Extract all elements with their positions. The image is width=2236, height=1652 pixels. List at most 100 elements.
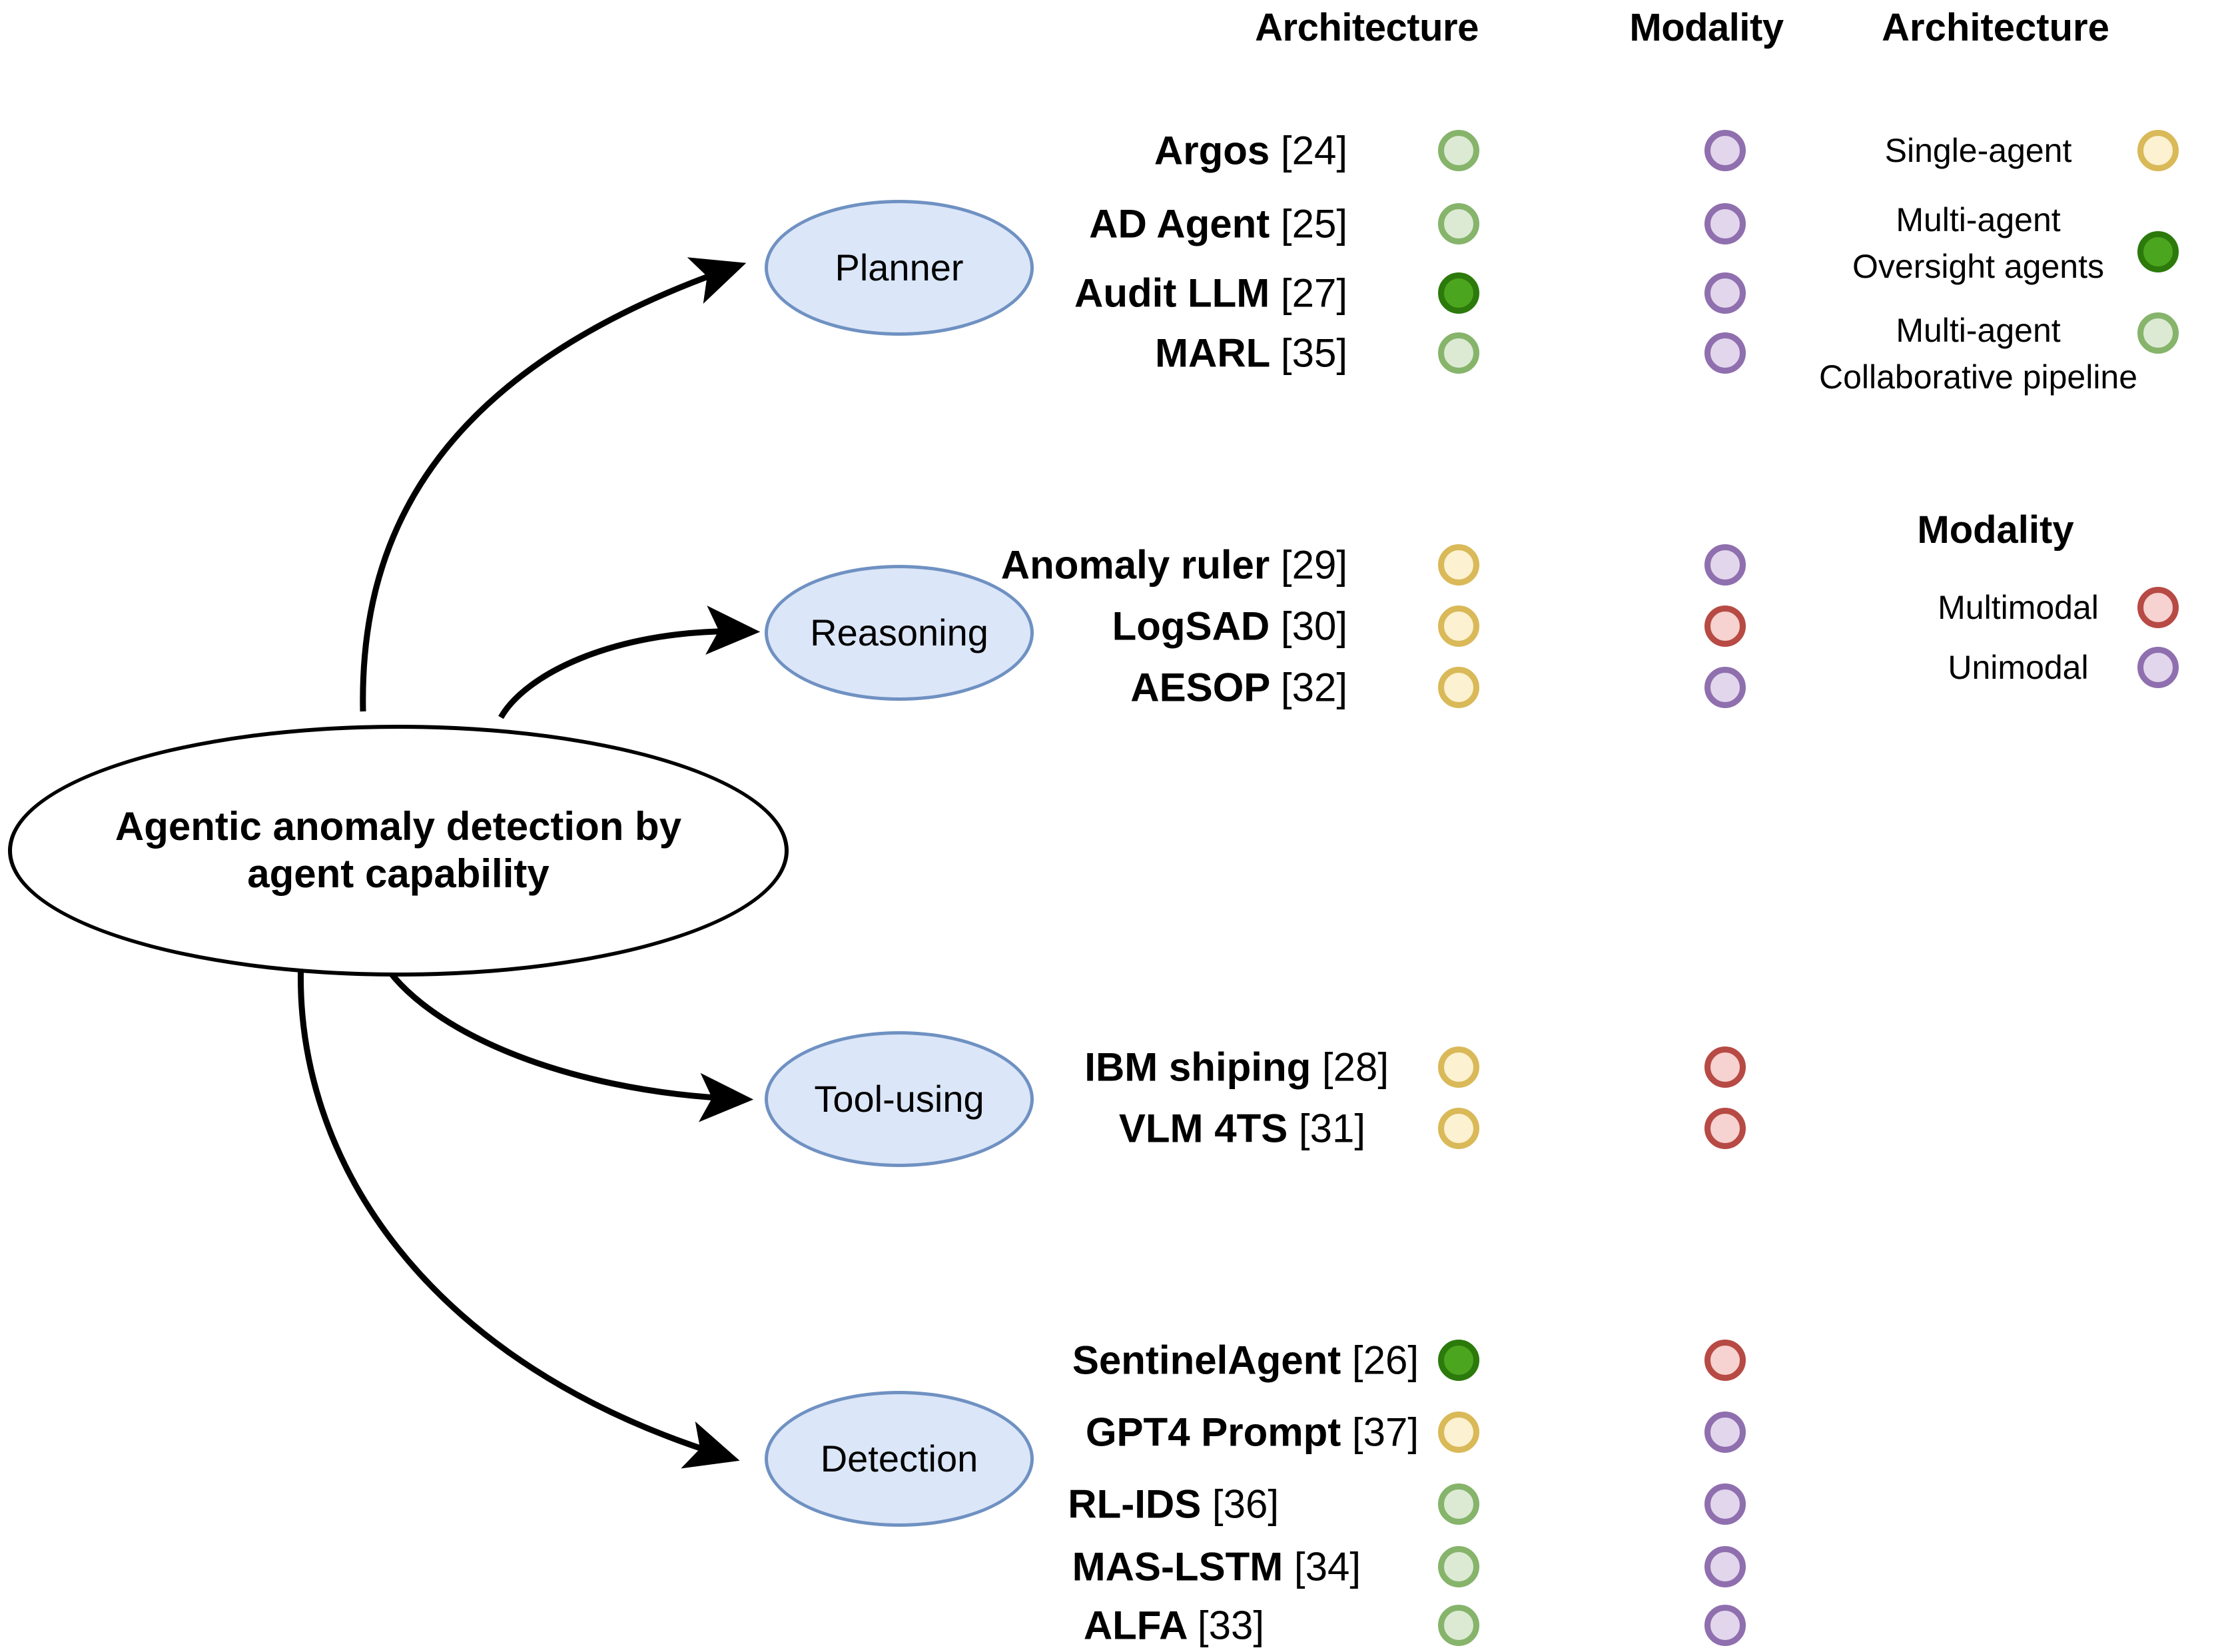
legend-unimodal-marker-icon [2137,647,2179,688]
branch-node-planner[interactable]: Planner [765,200,1034,336]
legend-multimodal-marker-icon [2137,587,2179,628]
modality-marker-icon [1704,1605,1746,1646]
root-label-line-2: agent capability [247,851,550,896]
modality-marker-icon [1704,203,1746,244]
modality-marker-icon [1704,1340,1746,1381]
method-name: IBM shiping [1084,1044,1311,1090]
branch-node-detection[interactable]: Detection [765,1391,1034,1527]
method-row: GPT4 Prompt [37] [1086,1410,1419,1455]
legend-modality-title: Modality [1917,508,2074,552]
method-name: GPT4 Prompt [1085,1410,1341,1455]
method-reference: [36] [1212,1481,1279,1527]
method-reference: [24] [1280,128,1347,173]
method-row: MAS-LSTM [34] [1072,1544,1361,1590]
method-reference: [31] [1298,1106,1365,1151]
method-name: ALFA [1083,1603,1187,1648]
method-name: AD Agent [1089,201,1270,246]
method-name: RL-IDS [1068,1481,1202,1527]
method-row: ALFA [33] [1084,1603,1264,1649]
modality-marker-icon [1704,1046,1746,1088]
method-name: Audit LLM [1074,270,1270,316]
legend-item-unimodal-label: Unimodal [1948,649,2089,686]
modality-marker-icon [1704,1483,1746,1525]
branch-node-reasoning[interactable]: Reasoning [765,565,1034,701]
legend-item-single-agent-label: Single-agent [1884,132,2072,169]
method-reference: [29] [1280,542,1347,588]
modality-marker-icon [1704,1412,1746,1453]
method-reference: [26] [1351,1338,1419,1383]
legend-architecture-title: Architecture [1882,6,2109,49]
method-name: VLM 4TS [1118,1106,1288,1151]
method-row: SentinelAgent [26] [1072,1338,1419,1384]
method-name: Anomaly ruler [1000,542,1270,588]
branch-node-tool-using[interactable]: Tool-using [765,1031,1034,1167]
method-row: RL-IDS [36] [1068,1481,1279,1527]
method-reference: [34] [1294,1544,1361,1589]
legend-item-multimodal-label: Multimodal [1938,589,2099,626]
method-reference: [33] [1197,1603,1264,1648]
modality-marker-icon [1704,667,1746,708]
legend-item-multi-collab-label-line-2: Collaborative pipeline [1818,358,2138,396]
edge-root-to-reasoning [498,606,761,719]
method-row: Anomaly ruler [29] [1001,542,1347,588]
modality-marker-icon [1704,606,1746,647]
branch-node-planner-label: Planner [835,246,964,288]
modality-marker-icon [1704,272,1746,314]
branch-node-reasoning-label: Reasoning [810,611,988,653]
architecture-marker-icon [1438,1046,1479,1088]
architecture-marker-icon [1438,1108,1479,1149]
method-reference: [28] [1321,1044,1389,1090]
legend-item-multi-oversight-label-line-1: Multi-agent [1896,201,2061,238]
method-row: AD Agent [25] [1089,201,1347,247]
architecture-marker-icon [1438,544,1479,586]
architecture-marker-icon [1438,130,1479,171]
modality-marker-icon [1704,130,1746,171]
method-reference: [32] [1280,665,1347,710]
branch-node-detection-label: Detection [820,1437,978,1479]
architecture-marker-icon [1438,332,1479,374]
method-name: SentinelAgent [1072,1338,1341,1383]
method-reference: [35] [1280,330,1347,376]
legend-single-agent-marker-icon [2137,130,2179,171]
architecture-marker-icon [1438,203,1479,244]
method-row: Audit LLM [27] [1074,270,1347,316]
architecture-marker-icon [1438,1483,1479,1525]
method-row: LogSAD [30] [1112,604,1347,649]
legend-item-multi-oversight-label-line-2: Oversight agents [1852,248,2104,285]
edge-root-to-detection [297,960,740,1469]
architecture-marker-icon [1438,1605,1479,1646]
edge-root-to-planner [360,257,747,712]
modality-marker-icon [1704,1546,1746,1587]
method-reference: [27] [1280,270,1347,316]
method-row: AESOP [32] [1130,665,1347,711]
root-node-label: Agentic anomaly detection by agent capab… [12,729,785,973]
architecture-marker-icon [1438,1412,1479,1453]
method-name: MARL [1155,330,1270,376]
legend-item-multi-collab-label-line-1: Multi-agent [1896,312,2061,349]
method-reference: [37] [1351,1410,1419,1455]
architecture-marker-icon [1438,1340,1479,1381]
architecture-marker-icon [1438,272,1479,314]
method-name: Argos [1154,128,1270,173]
modality-marker-icon [1704,332,1746,374]
column-header-modality: Modality [1629,6,1784,49]
legend-multi-collab-marker-icon [2137,312,2179,354]
method-reference: [25] [1280,201,1347,246]
method-name: LogSAD [1112,604,1270,649]
method-name: AESOP [1130,665,1270,710]
root-node[interactable]: Agentic anomaly detection by agent capab… [8,725,789,977]
architecture-marker-icon [1438,667,1479,708]
root-label-line-1: Agentic anomaly detection by [115,804,682,849]
method-reference: [30] [1280,604,1347,649]
method-name: MAS-LSTM [1072,1544,1284,1589]
modality-marker-icon [1704,1108,1746,1149]
method-row: VLM 4TS [31] [1119,1106,1365,1152]
legend-multi-oversight-marker-icon [2137,231,2179,272]
branch-node-tool-using-label: Tool-using [814,1077,984,1120]
architecture-marker-icon [1438,606,1479,647]
method-row: IBM shiping [28] [1084,1044,1389,1090]
architecture-marker-icon [1438,1546,1479,1587]
modality-marker-icon [1704,544,1746,586]
method-row: MARL [35] [1155,330,1347,376]
